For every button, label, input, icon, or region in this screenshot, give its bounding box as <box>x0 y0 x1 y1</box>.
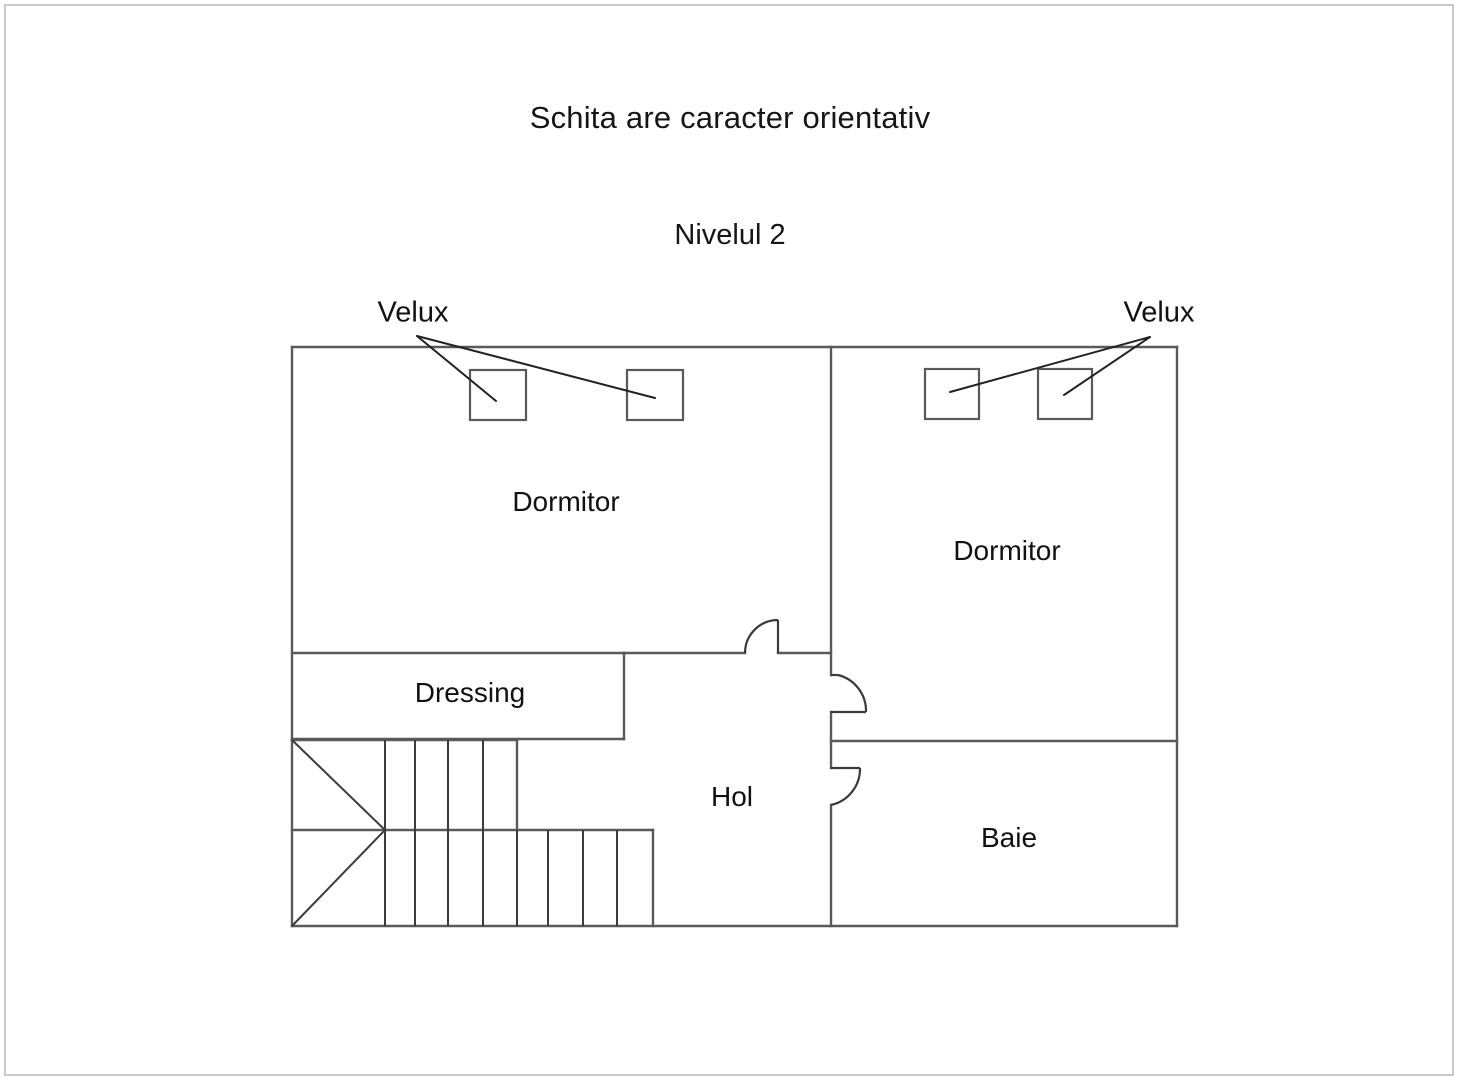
skylight-icon-2 <box>625 368 685 422</box>
annotation-label-velux-left: Velux <box>377 296 449 329</box>
velux-left-leader-1 <box>416 335 497 402</box>
level-title: Nivelul 2 <box>674 219 786 251</box>
velux-right-leader-2 <box>949 336 1151 393</box>
velux-left-leader-2 <box>416 335 656 399</box>
room-label-dressing: Dressing <box>414 677 526 708</box>
stair-winder-diagonal-upper <box>291 739 386 831</box>
page-title: Schita are caracter orientativ <box>529 100 931 135</box>
room-label-dormitor-left: Dormitor <box>512 486 620 517</box>
door-dormitor-right-swing <box>837 673 868 713</box>
room-label-hol: Hol <box>710 781 754 812</box>
door-baie-swing <box>830 767 862 807</box>
door-group <box>743 618 868 807</box>
stair-winder-diagonal-lower <box>291 829 386 927</box>
leader-line-group <box>416 335 1151 402</box>
skylight-icon-1 <box>468 368 528 422</box>
wall-group <box>290 345 1179 928</box>
annotation-label-velux-right: Velux <box>1123 296 1195 329</box>
room-label-dormitor-right: Dormitor <box>953 535 1061 566</box>
door-dormitor-left-swing <box>743 618 779 654</box>
skylight-group <box>468 367 1094 422</box>
skylight-icon-4 <box>1036 367 1094 421</box>
velux-right-leader-1 <box>1063 336 1151 396</box>
room-label-baie: Baie <box>980 822 1038 853</box>
skylight-icon-3 <box>923 367 981 421</box>
staircase-step-group <box>291 739 618 927</box>
